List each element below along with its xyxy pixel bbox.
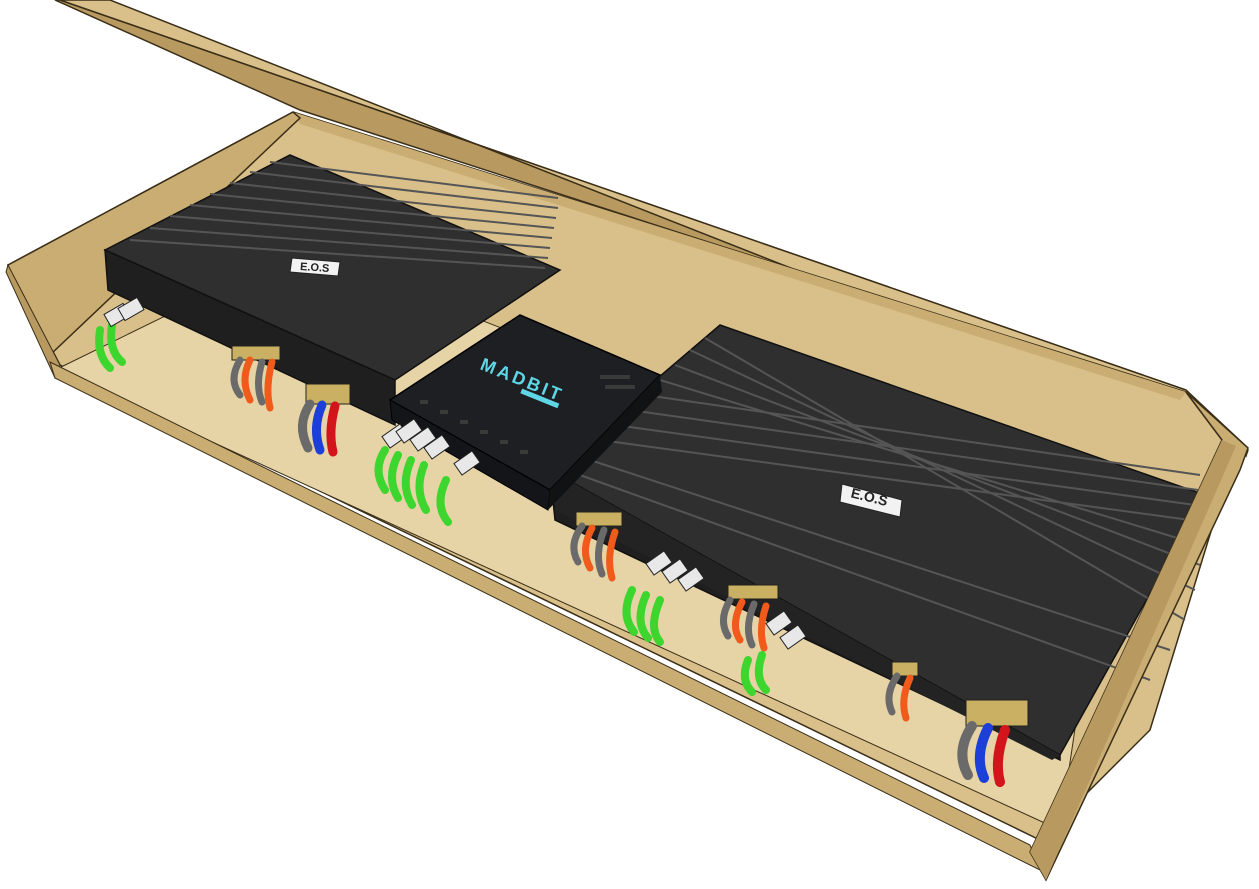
rca-connector [765, 610, 793, 636]
wires-dsp-outputs [374, 418, 481, 526]
rca-connector [661, 558, 689, 584]
wires-right-amp-front [570, 511, 1029, 787]
rca-connector [117, 296, 145, 322]
terminal-block [727, 584, 779, 600]
amplifier-left: E.O.S [103, 154, 562, 427]
rca-connector [453, 450, 481, 476]
rca-connector [645, 550, 673, 576]
rca-connector [677, 566, 705, 592]
power-terminal-block [965, 699, 1029, 727]
power-terminal-block [305, 383, 351, 405]
rca-connector [423, 434, 451, 460]
heatsink-fins-left [129, 161, 559, 269]
amplifier-left-badge: E.O.S [289, 257, 341, 277]
dsp-brand-underline [520, 388, 560, 409]
terminal-block [891, 661, 919, 677]
amplifier-right: E.O.S [548, 324, 1207, 762]
heatsink-fins-right [579, 337, 1201, 681]
rca-connector [395, 418, 423, 444]
dsp-ports [420, 375, 635, 454]
terminal-block [575, 511, 623, 527]
wires-left-amp-power [230, 345, 351, 457]
rca-connector [409, 426, 437, 452]
amplifier-left-label: E.O.S [300, 261, 330, 275]
wires-left-amp-speaker [95, 296, 145, 372]
box-right-wall [1029, 391, 1249, 882]
terminal-block [231, 345, 281, 361]
rca-connector [779, 624, 807, 650]
